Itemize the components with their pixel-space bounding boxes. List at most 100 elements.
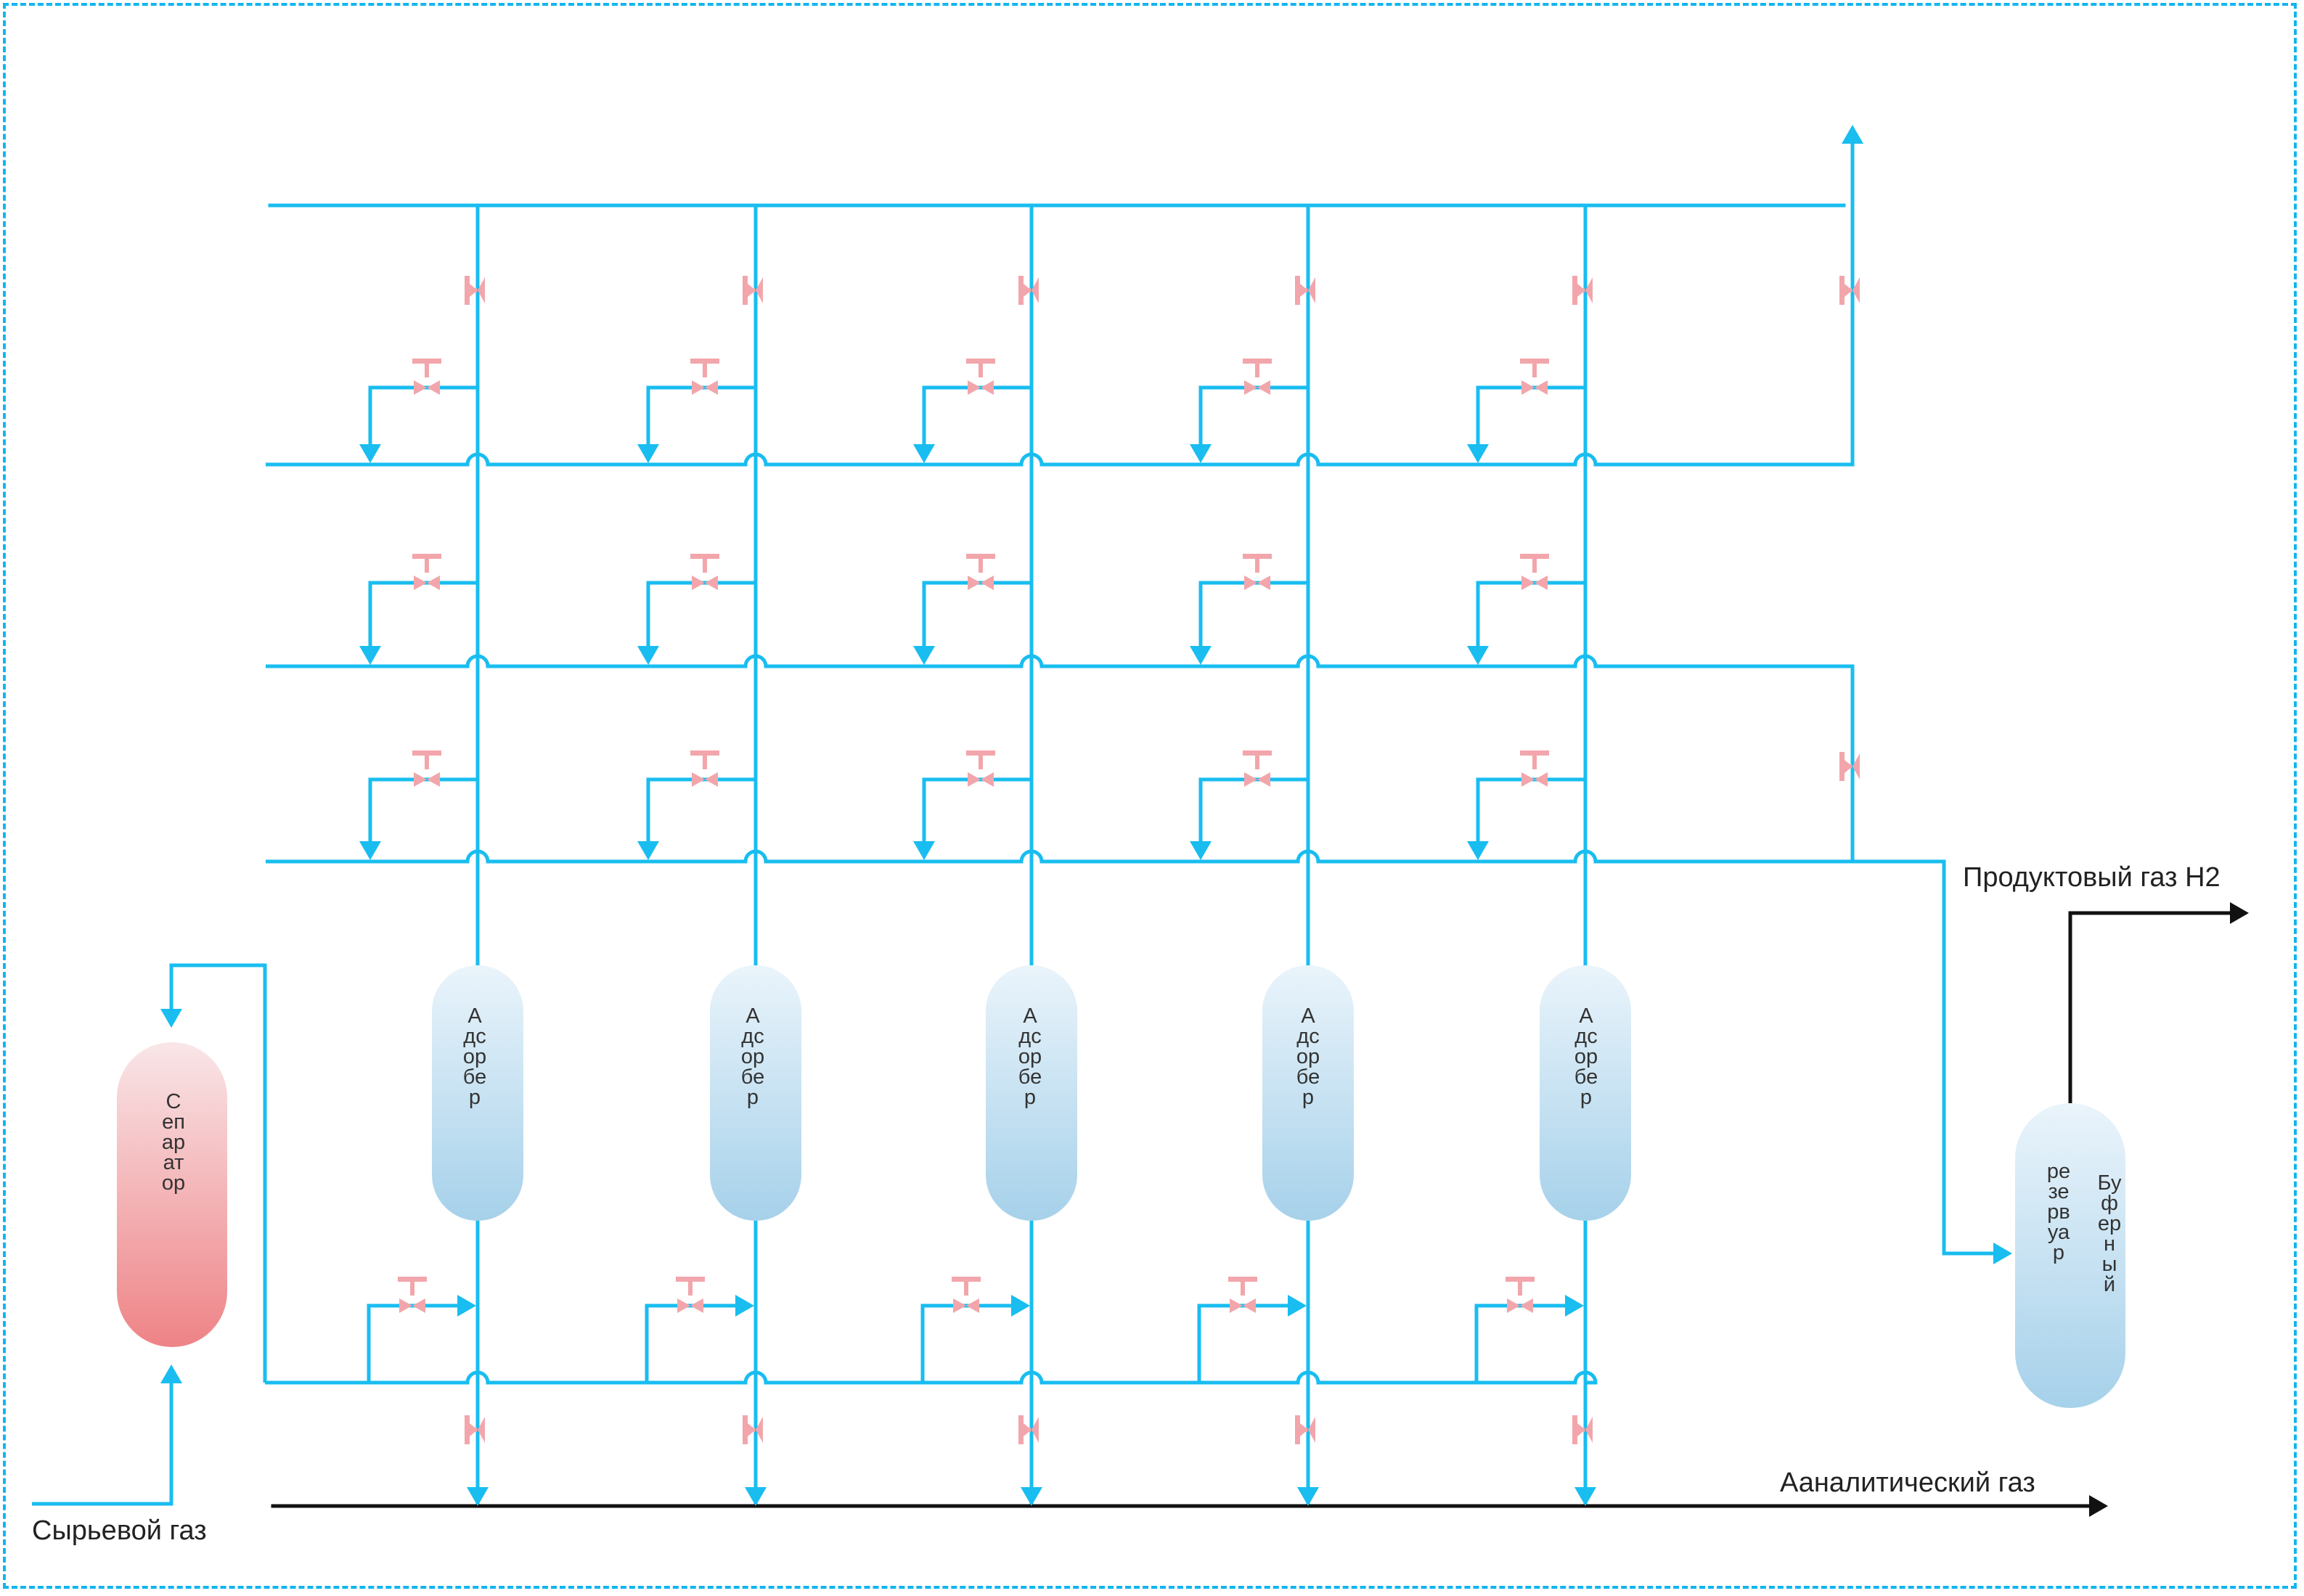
separator-label: Сепаратор	[161, 1090, 186, 1195]
branch-arrow-3-1	[913, 444, 935, 463]
separator-outlet-pipe	[169, 963, 267, 1383]
analytic-outlet-arrow-4	[1297, 1487, 1319, 1506]
branch-arrow-1-2	[359, 646, 381, 665]
product-valve	[1839, 276, 1860, 305]
adsorber-4-label: Адсорбер	[1296, 1004, 1320, 1109]
adsorber-vessel-4	[1262, 965, 1354, 1221]
inlet-valve-1	[398, 1277, 427, 1313]
bottom-valve-3	[1018, 1415, 1039, 1444]
branch-pipe-2-2	[646, 581, 756, 653]
bottom-valve-5	[1572, 1415, 1593, 1444]
branch-pipe-4-1	[1198, 385, 1308, 451]
branch-arrow-1-3	[359, 841, 381, 860]
inlet-branch-arrow-4	[1288, 1295, 1307, 1317]
inlet-valve-2	[676, 1277, 705, 1313]
branch-arrow-2-2	[637, 646, 659, 665]
inlet-branch-arrow-1	[457, 1295, 476, 1317]
top-valve-2	[743, 276, 763, 305]
branch-arrow-4-2	[1190, 646, 1212, 665]
raw-gas-arrow	[160, 1364, 182, 1383]
analytic-outlet-arrow-3	[1021, 1487, 1042, 1506]
adsorber-2-label: Адсорбер	[740, 1004, 765, 1109]
branch-valve-3-3	[966, 750, 995, 787]
inlet-branch-pipe-2	[645, 1304, 745, 1383]
header-pipe-2	[266, 654, 1852, 668]
adsorber-vessel-3	[986, 965, 1077, 1221]
branch-valve-5-2	[1520, 554, 1549, 590]
branch-pipe-2-1	[646, 385, 756, 451]
branch-valve-1-1	[412, 359, 441, 395]
buffer-inlet-arrow	[1993, 1243, 2012, 1264]
branch-valve-2-3	[690, 750, 719, 787]
inlet-branch-pipe-3	[920, 1304, 1021, 1383]
analytic-outlet-arrow-1	[467, 1487, 489, 1506]
branch-valve-1-2	[412, 554, 441, 590]
vessels-layer	[117, 965, 2125, 1408]
valves-layer	[398, 276, 1860, 1444]
branch-pipe-1-2	[368, 581, 478, 653]
top-valve-1	[465, 276, 485, 305]
branch-arrow-2-1	[637, 444, 659, 463]
branch-arrow-2-3	[637, 841, 659, 860]
diagram-border	[3, 3, 2297, 1589]
branch-arrow-5-3	[1467, 841, 1489, 860]
branch-valve-4-3	[1243, 750, 1272, 787]
purge-valve	[1839, 752, 1860, 781]
buffer-tank-vessel	[2015, 1103, 2125, 1408]
bottom-valve-2	[743, 1415, 763, 1444]
branch-pipe-4-3	[1198, 777, 1308, 848]
top-valve-5	[1572, 276, 1593, 305]
branch-arrow-1-1	[359, 444, 381, 463]
inlet-valve-3	[952, 1277, 981, 1313]
inlet-branch-arrow-5	[1565, 1295, 1584, 1317]
branch-valve-1-3	[412, 750, 441, 787]
header-pipe-1	[266, 452, 1852, 467]
buffer-tank-label-2: резервуар	[2046, 1160, 2071, 1264]
adsorber-5-label: Адсорбер	[1574, 1004, 1598, 1109]
branch-arrow-4-1	[1190, 444, 1212, 463]
adsorber-3-label: Адсорбер	[1018, 1004, 1042, 1109]
branch-pipe-5-3	[1476, 777, 1585, 848]
inlet-branch-pipe-5	[1474, 1304, 1575, 1383]
branch-pipe-4-2	[1198, 581, 1308, 653]
branch-valve-5-3	[1520, 750, 1549, 787]
buffer-inlet-pipe	[1938, 859, 2003, 1256]
inlet-branch-arrow-3	[1011, 1295, 1030, 1317]
buffer-tank-label-1: Буферный	[2097, 1171, 2122, 1296]
analytic-gas-arrow	[2089, 1495, 2108, 1517]
branch-pipe-1-1	[368, 385, 478, 451]
branch-valve-4-1	[1243, 359, 1272, 395]
analytic-gas-label: Ааналитический газ	[1780, 1468, 2035, 1498]
branch-pipe-3-2	[922, 581, 1032, 653]
analytic-outlet-arrow-5	[1574, 1487, 1596, 1506]
arrows-layer	[160, 125, 2249, 1517]
top-valve-4	[1295, 276, 1315, 305]
inlet-branch-pipe-1	[367, 1304, 467, 1383]
adsorber-1-label: Адсорбер	[462, 1004, 487, 1109]
branch-arrow-5-2	[1467, 646, 1489, 665]
pipe-network	[32, 131, 2230, 1508]
header-pipe-3	[266, 849, 1938, 864]
branch-valve-3-1	[966, 359, 995, 395]
separator-inlet-arrow	[160, 1009, 182, 1028]
raw-gas-pipe	[32, 1379, 173, 1506]
separator-vessel	[117, 1042, 227, 1347]
adsorber-vessel-1	[432, 965, 523, 1221]
branch-valve-2-1	[690, 359, 719, 395]
inlet-valve-4	[1228, 1277, 1257, 1313]
branch-pipe-3-1	[922, 385, 1032, 451]
branch-pipe-5-2	[1476, 581, 1585, 653]
branch-arrow-3-2	[913, 646, 935, 665]
branch-arrow-4-3	[1190, 841, 1212, 860]
inlet-branch-arrow-2	[735, 1295, 754, 1317]
product-gas-line	[2068, 911, 2230, 1103]
branch-valve-2-2	[690, 554, 719, 590]
branch-valve-5-1	[1520, 359, 1549, 395]
branch-arrow-3-3	[913, 841, 935, 860]
product-gas-arrow	[2230, 902, 2249, 924]
raw-gas-label: Сырьевой газ	[32, 1515, 207, 1546]
bottom-valve-4	[1295, 1415, 1315, 1444]
top-valve-3	[1018, 276, 1039, 305]
branch-pipe-5-1	[1476, 385, 1585, 451]
